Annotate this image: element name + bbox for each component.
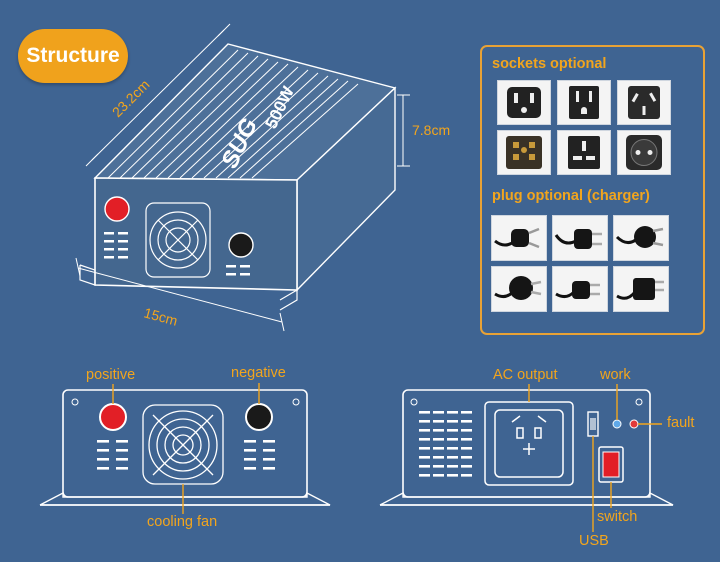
socket-tile-1	[497, 80, 551, 125]
australian-socket-icon	[628, 86, 660, 119]
socket-tile-2	[557, 80, 611, 125]
plug-tile-6	[613, 266, 669, 312]
socket-tile-5	[557, 130, 611, 175]
universal-socket-icon	[506, 136, 542, 169]
positive-label: positive	[86, 367, 136, 383]
socket-tile-3	[617, 80, 671, 125]
negative-label: negative	[231, 365, 286, 381]
top-ridges	[107, 49, 359, 179]
title-text: Structure	[26, 44, 120, 67]
switch-label: switch	[597, 509, 638, 525]
negative-terminal-3d	[228, 232, 254, 258]
plug-tile-2	[552, 215, 608, 261]
us-plug-3pin-icon	[554, 229, 602, 249]
fault-label: fault	[667, 415, 695, 431]
plug-tile-3	[613, 215, 669, 261]
uk-plug-icon	[616, 278, 664, 300]
front-vent-slots	[97, 440, 275, 470]
schuko-socket-icon	[626, 135, 662, 170]
rear-vent-slots	[419, 411, 472, 477]
plug-tile-4	[491, 266, 547, 312]
ac-output-label: AC output	[493, 367, 558, 383]
usb-label: USB	[579, 533, 609, 549]
sockets-heading: sockets optional	[492, 56, 607, 72]
work-label: work	[600, 367, 631, 383]
uk-socket-icon	[568, 136, 600, 169]
positive-terminal-3d	[104, 196, 130, 222]
us-nema-5-15-socket-icon	[507, 87, 541, 118]
australian-plug-icon	[494, 227, 540, 249]
dimension-lines	[75, 23, 410, 332]
cooling-fan-label: cooling fan	[147, 514, 218, 530]
us-plug-2pin-icon	[555, 281, 600, 299]
height-label: 7.8cm	[412, 122, 450, 138]
socket-tile-4	[497, 130, 551, 175]
cooling-fan-icon	[142, 404, 224, 485]
rear-panel-outline	[402, 389, 651, 498]
title-badge: Structure	[18, 29, 128, 83]
us-nema-socket-icon	[569, 86, 599, 119]
fault-led	[629, 419, 639, 429]
cooling-fan-3d	[145, 202, 211, 278]
work-led	[612, 419, 622, 429]
socket-tile-6	[617, 130, 671, 175]
plug-tile-1	[491, 215, 547, 261]
ac-output-socket-icon	[484, 401, 574, 486]
plug-tile-5	[552, 266, 608, 312]
schuko-plug-icon	[494, 276, 542, 300]
plugs-heading: plug optional (charger)	[492, 188, 650, 204]
options-panel	[480, 45, 705, 335]
indian-plug-icon	[615, 226, 664, 248]
